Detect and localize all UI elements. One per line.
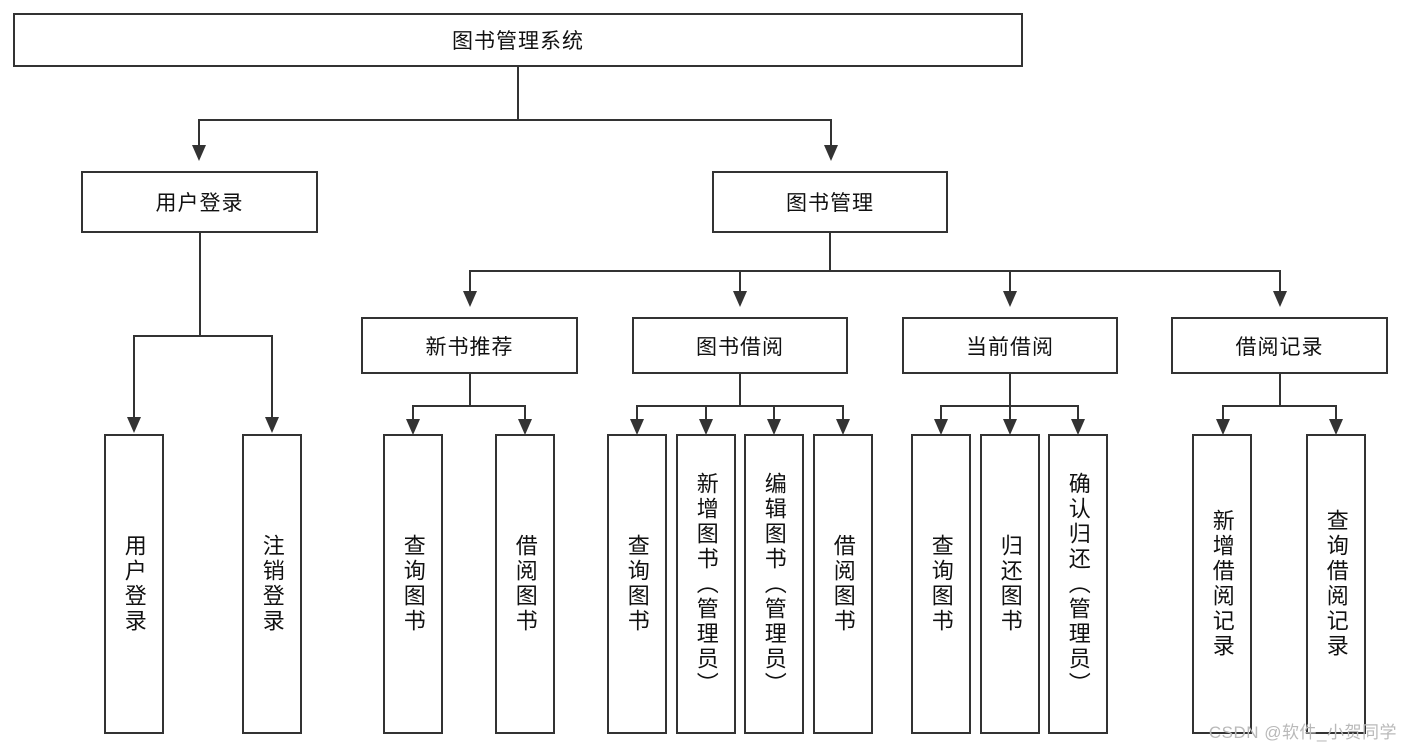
node-label: 查询图书 [624, 534, 650, 634]
arrow-bm-to-book-borrow [733, 291, 747, 307]
edge-user-login-to-leaf-0 [133, 335, 135, 419]
node-root-book-management-system[interactable]: 图书管理系统 [13, 13, 1023, 67]
edge-book-borrow-to-leaf-0 [636, 405, 638, 421]
leaf-current-borrow-2[interactable]: 确认归还（管理员） [1048, 434, 1108, 734]
arrow-current-borrow-to-leaf-1 [1003, 419, 1017, 435]
leaf-user-login-0[interactable]: 用户登录 [104, 434, 164, 734]
edge-user-login-to-leaf-1 [271, 335, 273, 419]
arrow-root-to-user-login [192, 145, 206, 161]
leaf-book-borrow-1[interactable]: 新增图书（管理员） [676, 434, 736, 734]
edge-root-bar [198, 119, 831, 121]
node-label: 借阅图书 [512, 534, 538, 634]
edge-bm-to-book-borrow [739, 270, 741, 293]
leaf-book-borrow-2[interactable]: 编辑图书（管理员） [744, 434, 804, 734]
leaf-book-borrow-3[interactable]: 借阅图书 [813, 434, 873, 734]
arrow-root-to-book-management [824, 145, 838, 161]
node-label: 用户登录 [155, 192, 244, 215]
node-book-borrow[interactable]: 图书借阅 [632, 317, 848, 374]
edge-book-borrow-to-leaf-2 [773, 405, 775, 421]
arrow-new-book-to-leaf-1 [518, 419, 532, 435]
arrow-book-borrow-to-leaf-1 [699, 419, 713, 435]
node-label: 借阅记录 [1235, 335, 1324, 359]
node-label: 新书推荐 [425, 335, 514, 359]
edge-borrow-record-to-leaf-0 [1222, 405, 1224, 421]
arrow-new-book-to-leaf-0 [406, 419, 420, 435]
edge-book-management-stem [829, 233, 831, 270]
leaf-new-book-0[interactable]: 查询图书 [383, 434, 443, 734]
edge-book-management-bar [469, 270, 1280, 272]
edge-book-borrow-stem [739, 374, 741, 405]
edge-book-borrow-to-leaf-3 [842, 405, 844, 421]
arrow-user-login-to-leaf-1 [265, 417, 279, 433]
edge-book-borrow-bar [636, 405, 843, 407]
node-label: 查询图书 [400, 534, 426, 634]
leaf-new-book-1[interactable]: 借阅图书 [495, 434, 555, 734]
node-label: 查询图书 [928, 534, 954, 634]
edge-borrow-record-to-leaf-1 [1335, 405, 1337, 421]
node-label: 借阅图书 [830, 534, 856, 634]
edge-new-book-to-leaf-0 [412, 405, 414, 421]
arrow-borrow-record-to-leaf-0 [1216, 419, 1230, 435]
arrow-book-borrow-to-leaf-2 [767, 419, 781, 435]
edge-root-to-book-management [830, 119, 832, 147]
node-new-book-recommend[interactable]: 新书推荐 [361, 317, 578, 374]
leaf-current-borrow-1[interactable]: 归还图书 [980, 434, 1040, 734]
edge-user-login-stem [199, 233, 201, 335]
watermark: CSDN @软件_小贺同学 [1208, 723, 1397, 742]
node-label: 注销登录 [259, 534, 285, 634]
edge-current-borrow-stem [1009, 374, 1011, 405]
arrow-book-borrow-to-leaf-0 [630, 419, 644, 435]
edge-current-borrow-to-leaf-0 [940, 405, 942, 421]
edge-book-borrow-to-leaf-1 [705, 405, 707, 421]
edge-user-login-bar [133, 335, 273, 337]
node-label: 图书借阅 [696, 335, 784, 359]
node-user-login[interactable]: 用户登录 [81, 171, 318, 233]
leaf-book-borrow-0[interactable]: 查询图书 [607, 434, 667, 734]
arrow-bm-to-borrow-record [1273, 291, 1287, 307]
arrow-current-borrow-to-leaf-2 [1071, 419, 1085, 435]
leaf-borrow-record-1[interactable]: 查询借阅记录 [1306, 434, 1366, 734]
node-book-management[interactable]: 图书管理 [712, 171, 948, 233]
edge-borrow-record-stem [1279, 374, 1281, 405]
node-label: 新增借阅记录 [1209, 509, 1235, 659]
node-label: 编辑图书（管理员） [761, 471, 787, 697]
edge-root-to-user-login [198, 119, 200, 147]
edge-bm-to-new-book [469, 270, 471, 293]
node-label: 查询借阅记录 [1323, 509, 1349, 659]
edge-new-book-to-leaf-1 [524, 405, 526, 421]
node-label: 新增图书（管理员） [693, 471, 719, 697]
node-label: 当前借阅 [966, 335, 1054, 359]
arrow-current-borrow-to-leaf-0 [934, 419, 948, 435]
node-label: 归还图书 [997, 534, 1023, 634]
node-borrow-record[interactable]: 借阅记录 [1171, 317, 1388, 374]
edge-new-book-bar [412, 405, 526, 407]
edge-bm-to-borrow-record [1279, 270, 1281, 293]
node-label: 图书管理系统 [452, 30, 584, 53]
node-label: 图书管理 [786, 192, 874, 215]
arrow-user-login-to-leaf-0 [127, 417, 141, 433]
node-label: 确认归还（管理员） [1065, 471, 1091, 697]
edge-current-borrow-to-leaf-2 [1077, 405, 1079, 421]
edge-bm-to-current-borrow [1009, 270, 1011, 293]
node-current-borrow[interactable]: 当前借阅 [902, 317, 1118, 374]
arrow-bm-to-new-book [463, 291, 477, 307]
arrow-borrow-record-to-leaf-1 [1329, 419, 1343, 435]
arrow-bm-to-current-borrow [1003, 291, 1017, 307]
leaf-current-borrow-0[interactable]: 查询图书 [911, 434, 971, 734]
edge-current-borrow-to-leaf-1 [1009, 405, 1011, 421]
leaf-borrow-record-0[interactable]: 新增借阅记录 [1192, 434, 1252, 734]
edge-root-stem [517, 67, 519, 119]
node-label: 用户登录 [121, 534, 147, 634]
edge-new-book-stem [469, 374, 471, 405]
arrow-book-borrow-to-leaf-3 [836, 419, 850, 435]
leaf-user-login-1[interactable]: 注销登录 [242, 434, 302, 734]
edge-borrow-record-bar [1222, 405, 1336, 407]
